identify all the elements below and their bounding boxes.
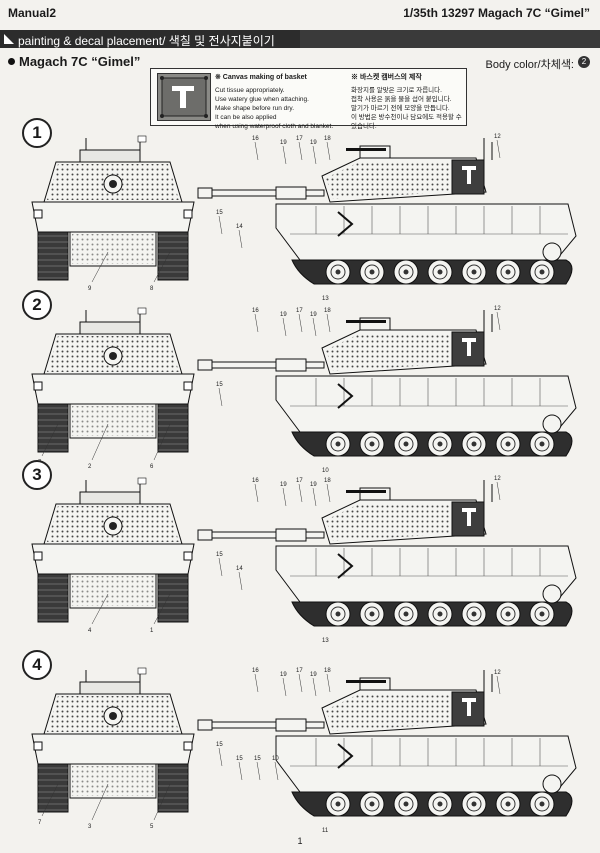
callout-number: 17	[296, 308, 303, 314]
canvas-note-title-ko: ※ 바스켓 캠버스의 제작	[351, 74, 422, 81]
callout-number: 18	[324, 136, 331, 142]
callout-number: 19	[280, 482, 287, 488]
triangle-icon	[4, 34, 14, 44]
canvas-note-line: Use watery glue when attaching.	[215, 96, 309, 103]
side-view: 16 19 17 19 18 15 14 13 12	[197, 134, 577, 321]
section-title: painting & decal placement/ 색칠 및 전사지붙이기	[18, 34, 275, 48]
canvas-note-line: It can be also applied	[215, 114, 277, 121]
tank-illustration: 7 3 5 16 19 17 19 18 15 15 15 10 11 12	[31, 667, 577, 853]
body-color-label: Body color/차체색:	[485, 59, 574, 71]
canvas-basket-image	[157, 73, 211, 121]
callout-number: 3	[88, 824, 92, 830]
canvas-note-box: ※ Canvas making of basket Cut tissue app…	[150, 68, 467, 130]
canvas-note-ko: ※ 바스켓 캠버스의 제작 화장지를 알맞은 크기로 자릅니다. 접착 사용은 …	[351, 73, 463, 131]
canvas-note-line: 이 방법은 방수천이나 담요에도 적용할 수 있습니다.	[351, 114, 462, 130]
callout-number: 19	[280, 140, 287, 146]
side-view: 16 19 17 19 18 15 14 13 12	[197, 476, 577, 663]
side-view: 16 19 17 19 18 15 15 15 10 11 12	[197, 668, 577, 853]
front-view: 7 3 5	[31, 667, 195, 830]
callout-number: 19	[310, 672, 317, 678]
step-number: 4	[22, 650, 52, 680]
canvas-note-line: 화장지를 알맞은 크기로 자릅니다.	[351, 87, 442, 94]
callout-number: 19	[280, 312, 287, 318]
model-name: Magach 7C “Gimel”	[8, 54, 140, 69]
step-number: 3	[22, 460, 52, 490]
manual-label: Manual2	[8, 6, 57, 20]
callout-number: 14	[236, 566, 243, 572]
callout-number: 12	[494, 306, 501, 312]
bullet-icon	[8, 58, 15, 65]
step-number: 2	[22, 290, 52, 320]
callout-number: 12	[494, 134, 501, 140]
canvas-note-line: Make shape before run dry.	[215, 105, 295, 112]
callout-number: 17	[296, 136, 303, 142]
callout-number: 15	[254, 756, 261, 762]
callout-number: 17	[296, 478, 303, 484]
callout-number: 16	[252, 668, 259, 674]
model-name-text: Magach 7C “Gimel”	[19, 54, 141, 69]
callout-number: 15	[236, 756, 243, 762]
callout-number: 18	[324, 478, 331, 484]
callout-number: 17	[296, 668, 303, 674]
callout-number: 18	[324, 668, 331, 674]
callout-number: 16	[252, 308, 259, 314]
canvas-note-title-en: ※ Canvas making of basket	[215, 74, 307, 81]
page-number: 1	[297, 836, 303, 846]
callout-number: 12	[494, 670, 501, 676]
callout-number: 13	[322, 638, 329, 644]
variant-drawing: 7261619171918151012	[0, 304, 600, 493]
callout-number: 15	[216, 210, 223, 216]
callout-number: 11	[322, 828, 329, 834]
callout-number: 4	[88, 628, 92, 634]
callout-number: 19	[280, 672, 287, 678]
step-number: 1	[22, 118, 52, 148]
callout-number: 19	[310, 312, 317, 318]
variant-drawing: 7 3 5 16 19 17 19 18 15 15 15 10 11 12	[0, 664, 600, 853]
callout-number: 15	[216, 382, 223, 388]
callout-number: 10	[272, 756, 279, 762]
canvas-note-line: 접착 사용은 묽을 물을 섭어 붙입니다.	[351, 96, 452, 103]
canvas-note-line: 말기가 마르기 전에 모양을 만듭니다.	[351, 105, 450, 112]
section-bar: painting & decal placement/ 색칠 및 전사지붙이기	[0, 30, 600, 48]
callout-number: 16	[252, 478, 259, 484]
callout-number: 18	[324, 308, 331, 314]
callout-number: 16	[252, 136, 259, 142]
section-bar-dark	[300, 30, 600, 48]
tank-illustration: 7261619171918151012	[31, 306, 577, 493]
callout-number: 9	[88, 286, 92, 292]
side-view: 16 19 17 19 18 15 10 12	[197, 306, 577, 493]
canvas-note-line: when using waterproof cloth and blanket.	[215, 123, 334, 130]
product-title: 1/35th 13297 Magach 7C “Gimel”	[403, 6, 590, 20]
callout-number: 10	[322, 468, 329, 474]
callout-number: 13	[322, 296, 329, 302]
canvas-note-en: ※ Canvas making of basket Cut tissue app…	[215, 73, 343, 131]
callout-number: 5	[150, 824, 154, 830]
callout-number: 19	[310, 140, 317, 146]
callout-number: 7	[38, 820, 42, 826]
callout-number: 14	[236, 224, 243, 230]
page-header: Manual2 1/35th 13297 Magach 7C “Gimel”	[0, 0, 600, 30]
body-color-badge: 2	[578, 56, 590, 68]
callout-number: 1	[150, 628, 154, 634]
callout-number: 2	[88, 464, 92, 470]
callout-number: 8	[150, 286, 154, 292]
callout-number: 19	[310, 482, 317, 488]
callout-number: 6	[150, 464, 154, 470]
front-view: 726	[31, 307, 195, 470]
callout-number: 12	[494, 476, 501, 482]
callout-number: 15	[216, 742, 223, 748]
callout-number: 15	[216, 552, 223, 558]
canvas-note-line: Cut tissue appropriately.	[215, 87, 285, 94]
